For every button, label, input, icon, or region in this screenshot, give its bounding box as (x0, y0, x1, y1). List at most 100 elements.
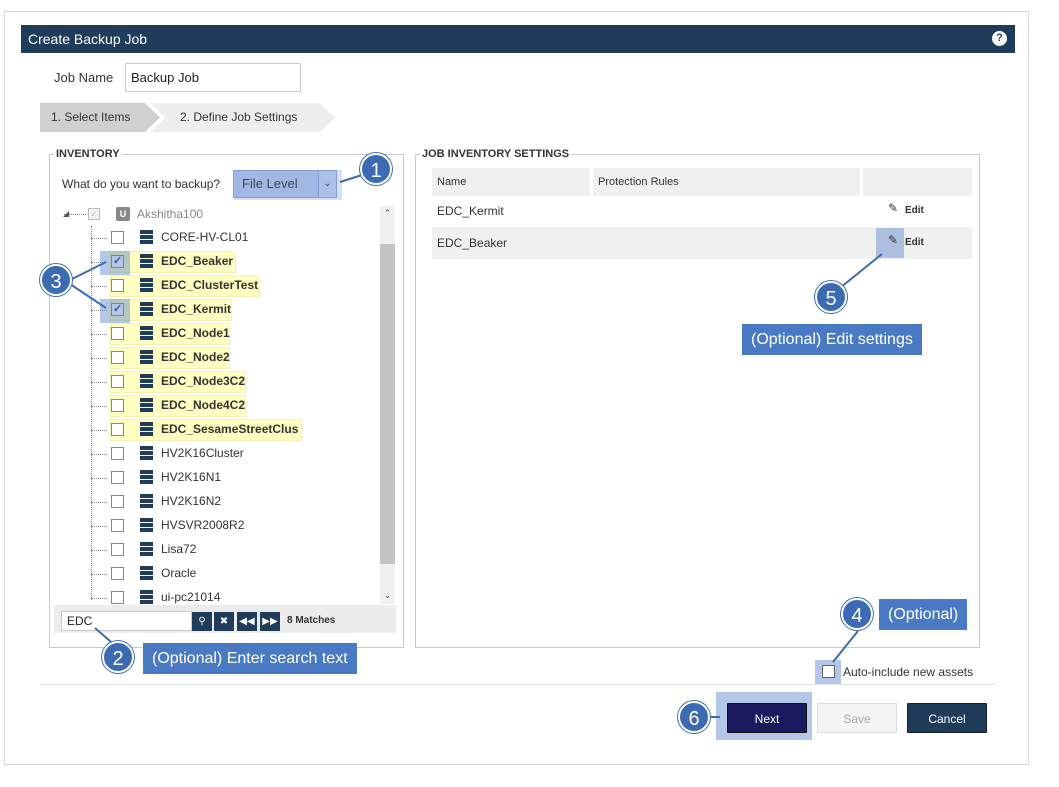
server-icon (140, 542, 153, 558)
item-checkbox[interactable] (111, 399, 124, 412)
scroll-up-icon[interactable]: ⌃ (383, 208, 392, 218)
next-match-icon[interactable]: ▶▶ (260, 612, 280, 631)
item-label: EDC_Node3C2 (161, 374, 246, 388)
item-checkbox[interactable] (111, 447, 124, 460)
list-item[interactable]: EDC_Node4C2 (0, 395, 320, 417)
table-row[interactable]: EDC_Kermit (432, 195, 972, 227)
clear-search-icon[interactable]: ✖ (214, 612, 234, 631)
list-item[interactable]: EDC_Node2 (0, 347, 320, 369)
callout-2: 2 (102, 641, 134, 673)
column-header-protection-rules[interactable]: Protection Rules (593, 168, 860, 196)
pencil-icon[interactable]: ✎ (888, 201, 899, 215)
item-label: EDC_ClusterTest (161, 278, 259, 292)
server-icon (140, 566, 153, 582)
backup-level-value: File Level (242, 176, 298, 191)
item-checkbox[interactable] (111, 327, 124, 340)
item-label: Oracle (161, 566, 197, 580)
item-checkbox[interactable] (111, 567, 124, 580)
callout-3: 3 (40, 264, 72, 296)
next-button[interactable]: Next (727, 703, 807, 733)
root-checkbox[interactable]: ✓ (88, 208, 100, 220)
list-item[interactable]: HV2K16N1 (0, 467, 320, 489)
save-button[interactable]: Save (817, 703, 897, 733)
list-item[interactable]: HV2K16Cluster (0, 443, 320, 465)
server-icon (140, 350, 153, 366)
auto-include-label: Auto-include new assets (843, 665, 974, 679)
server-icon (140, 494, 153, 510)
list-item[interactable]: EDC_Node1 (0, 323, 320, 345)
item-checkbox[interactable] (111, 302, 124, 316)
item-checkbox[interactable] (111, 375, 124, 388)
item-checkbox[interactable] (111, 543, 124, 556)
item-label: EDC_Kermit (161, 302, 232, 316)
dialog-title-bar: Create Backup Job ? (21, 25, 1015, 53)
list-item[interactable]: HV2K16N2 (0, 491, 320, 513)
job-inventory-settings-panel: JOB INVENTORY SETTINGS (415, 148, 980, 648)
job-name-input[interactable] (125, 63, 301, 92)
scroll-down-icon[interactable]: ⌄ (383, 590, 392, 600)
server-icon (140, 254, 153, 270)
pencil-icon[interactable]: ✎ (888, 233, 899, 247)
list-item[interactable]: EDC_ClusterTest (0, 275, 320, 297)
job-item-name: EDC_Kermit (437, 204, 504, 218)
list-item[interactable]: Lisa72 (0, 539, 320, 561)
list-item[interactable]: CORE-HV-CL01 (0, 227, 320, 249)
server-icon (140, 422, 153, 438)
table-row[interactable]: EDC_Beaker (432, 227, 972, 259)
previous-match-icon[interactable]: ◀◀ (237, 612, 257, 631)
search-icon[interactable]: ⚲ (192, 612, 212, 631)
chevron-down-icon: ⌄ (318, 171, 336, 197)
column-header-name[interactable]: Name (432, 168, 590, 196)
backup-level-highlight (234, 170, 342, 200)
tree-root[interactable]: ◢ ✓ U Akshitha100 (0, 203, 320, 225)
auto-include-checkbox[interactable] (822, 665, 835, 678)
callout-1: 1 (360, 153, 392, 185)
tree-collapse-icon[interactable]: ◢ (63, 209, 70, 218)
inventory-search-input[interactable] (61, 611, 192, 631)
list-item[interactable]: HVSVR2008R2 (0, 515, 320, 537)
kermit-checkbox-highlight (100, 299, 130, 323)
item-checkbox[interactable] (111, 519, 124, 532)
list-item[interactable]: Oracle (0, 563, 320, 585)
tree-root-label: Akshitha100 (137, 207, 204, 221)
item-checkbox[interactable] (111, 495, 124, 508)
step-define-job-settings[interactable]: 2. Define Job Settings (150, 103, 335, 132)
list-item[interactable]: EDC_SesameStreetClus (0, 419, 320, 441)
column-header-actions (863, 168, 972, 196)
item-checkbox[interactable] (111, 279, 124, 292)
cancel-button[interactable]: Cancel (907, 703, 987, 733)
callout-box-search: (Optional) Enter search text (143, 643, 357, 674)
callout-5: 5 (815, 281, 847, 313)
list-item[interactable]: EDC_Beaker (0, 251, 320, 273)
match-count: 8 Matches (287, 615, 336, 626)
backup-question-label: What do you want to backup? (62, 177, 221, 191)
item-checkbox[interactable] (111, 471, 124, 484)
inventory-scroll-thumb[interactable] (380, 244, 395, 564)
item-checkbox[interactable] (111, 254, 124, 268)
item-label: HV2K16N1 (161, 470, 222, 484)
list-item[interactable]: EDC_Node3C2 (0, 371, 320, 393)
list-item[interactable]: EDC_Kermit (0, 299, 320, 321)
edit-kermit-link[interactable]: Edit (905, 205, 924, 216)
backup-level-select[interactable]: File Level ⌄ (233, 170, 337, 198)
edit-highlight (876, 228, 904, 258)
item-label: CORE-HV-CL01 (161, 230, 249, 244)
item-checkbox[interactable] (111, 351, 124, 364)
item-checkbox[interactable] (111, 591, 124, 604)
item-label: EDC_Node2 (161, 350, 230, 364)
callout-6: 6 (678, 701, 710, 733)
step-select-items[interactable]: 1. Select Items (40, 103, 160, 132)
edit-beaker-link[interactable]: Edit (905, 237, 924, 248)
question-circle-icon[interactable]: ? (992, 31, 1007, 46)
job-settings-legend: JOB INVENTORY SETTINGS (422, 148, 570, 160)
server-icon (140, 278, 153, 294)
job-name-label: Job Name (54, 70, 114, 85)
server-icon (140, 470, 153, 486)
server-icon (140, 398, 153, 414)
item-checkbox[interactable] (111, 231, 124, 244)
item-label: EDC_Beaker (161, 254, 234, 268)
server-icon (140, 230, 153, 246)
item-label: HV2K16Cluster (161, 446, 244, 460)
item-checkbox[interactable] (111, 423, 124, 436)
list-item[interactable]: ui-pc21014 (0, 587, 320, 609)
